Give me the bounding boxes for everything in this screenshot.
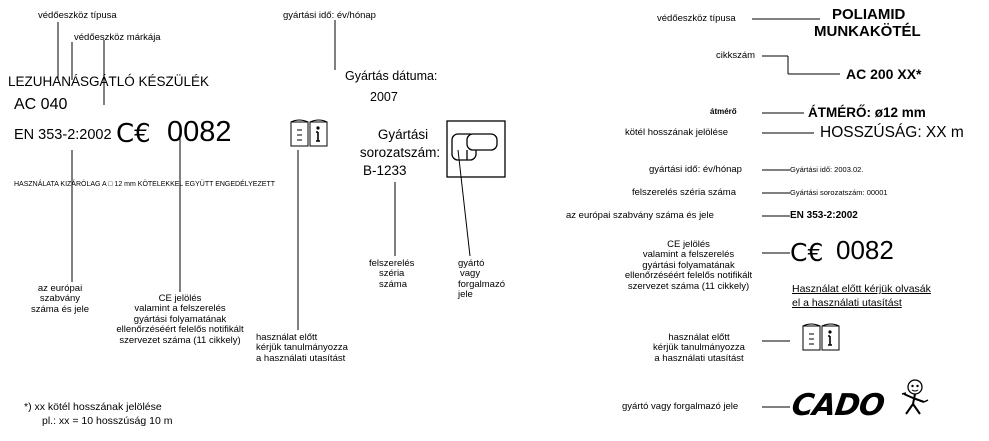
label-right-ce-line: szervezet száma (11 cikkely) — [627, 280, 750, 292]
product-name: LEZUHANÁSGÁTLÓ KÉSZÜLÉK — [8, 74, 210, 89]
label-read-line: kérjük tanulmányozza — [256, 342, 348, 354]
mascot-figure-icon — [901, 379, 929, 415]
right-standard-value: EN 353-2:2002 — [790, 210, 858, 221]
label-read-instructions: használat előtt kérjük tanulmányozza a h… — [256, 332, 348, 364]
footnote-line-2: pl.: xx = 10 hosszúság 10 m — [42, 415, 173, 427]
label-ce-line: gyártási folyamatának — [133, 313, 227, 325]
label-right-protective-type: védőeszköz típusa — [657, 13, 736, 24]
right-serial-value: Gyártási sorozatszám: 00001 — [790, 188, 888, 197]
label-eu-standard-line: szabvány — [39, 293, 81, 305]
read-note-line-2: el a használati utasítást — [792, 297, 902, 309]
label-right-serial: felszerelés széria száma — [632, 187, 737, 198]
label-serial-line: száma — [379, 278, 407, 290]
label-serial-number: felszerelés széria száma — [369, 258, 415, 290]
product-model: AC 040 — [14, 96, 68, 113]
notified-body-number: 0082 — [167, 116, 232, 148]
label-serial-line: széria — [379, 268, 405, 280]
production-date-label: Gyártás dátuma: — [345, 69, 438, 83]
label-ce-line: CE jelölés — [158, 293, 202, 304]
label-right-ce-line: valamint a felszerelés — [642, 249, 735, 261]
right-notified-body-number: 0082 — [836, 235, 894, 265]
label-article-number: cikkszám — [716, 50, 756, 61]
label-ce-line: szervezet száma (11 cikkely) — [119, 334, 241, 346]
label-production-date-top: gyártási idő: év/hónap — [283, 10, 376, 21]
read-note-line-1: Használat előtt kérjük olvasák — [792, 283, 931, 295]
label-diameter: átmérő — [710, 107, 737, 116]
label-right-read-line: használat előtt — [668, 332, 730, 343]
label-right-production-date: gyártási idő: év/hónap — [649, 164, 742, 175]
label-eu-standard: az európai szabvány száma és jele — [20, 283, 100, 315]
label-read-line: használat előtt — [256, 332, 318, 343]
label-rope-length: kötél hosszának jelölése — [625, 127, 728, 138]
standard-number: EN 353-2:2002 — [14, 127, 112, 143]
label-right-ce-line: CE jelölés — [667, 239, 710, 250]
label-maker-line: forgalmazó — [458, 278, 505, 290]
label-read-line: a használati utasítást — [256, 352, 346, 364]
label-maker-line: vagy — [460, 268, 481, 280]
label-maker-line: gyártó — [458, 258, 485, 269]
right-production-date-value: Gyártási idő: 2003.02. — [790, 165, 864, 174]
open-book-info-icon — [290, 119, 328, 147]
label-right-ce-marking: CE jelölés valamint a felszerelés gyártá… — [616, 239, 761, 292]
manufacturer-mark-icon — [446, 120, 506, 178]
rope-length-value: HOSSZÚSÁG: XX m — [820, 124, 964, 141]
label-ce-line: ellenőrzéséért felelős notifikált — [116, 324, 244, 336]
usage-restriction-note: HASZNÁLATA KIZÁRÓLAG A □ 12 mm KÖTELEKKE… — [14, 181, 275, 188]
footnote-line-1: *) xx kötél hosszának jelölése — [24, 401, 162, 413]
label-ce-line: valamint a felszerelés — [134, 303, 226, 315]
label-protective-type: védőeszköz típusa — [38, 10, 117, 21]
article-number-value: AC 200 XX* — [846, 66, 922, 82]
product-line-2: MUNKAKÖTÉL — [814, 23, 921, 40]
serial-value: B-1233 — [363, 163, 407, 178]
label-maker-line: jele — [458, 289, 473, 301]
label-protective-brand: védőeszköz márkája — [74, 32, 161, 43]
production-date-value: 2007 — [370, 90, 398, 104]
brand-logo-text: CADO — [789, 388, 887, 423]
open-book-info-icon — [802, 323, 840, 351]
label-right-ce-line: ellenőrzéséért felelős notifikált — [624, 270, 753, 282]
ce-mark: C€ — [116, 119, 151, 149]
label-right-ce-line: gyártási folyamatának — [642, 259, 735, 271]
label-eu-standard-line: az európai — [37, 283, 83, 294]
right-ce-mark: C€ — [790, 238, 824, 267]
diameter-value: ÁTMÉRŐ: ø12 mm — [808, 105, 926, 120]
label-eu-standard-line: száma és jele — [30, 303, 90, 315]
label-right-maker-mark: gyártó vagy forgalmazó jele — [622, 401, 739, 412]
product-line-1: POLIAMID — [832, 6, 906, 23]
label-right-eu-standard: az európai szabvány száma és jele — [566, 210, 714, 221]
label-ce-marking: CE jelölés valamint a felszerelés gyártá… — [110, 293, 250, 346]
label-right-read-instructions: használat előtt kérjük tanulmányozza a h… — [638, 332, 760, 364]
label-serial-line: felszerelés — [369, 258, 415, 269]
label-maker-mark: gyártó vagy forgalmazó jele — [458, 258, 505, 301]
serial-label-1: Gyártási — [377, 127, 429, 142]
serial-label-2: sorozatszám: — [359, 145, 441, 160]
label-right-read-line: kérjük tanulmányozza — [653, 342, 745, 354]
label-right-read-line: a használati utasítást — [654, 352, 744, 364]
